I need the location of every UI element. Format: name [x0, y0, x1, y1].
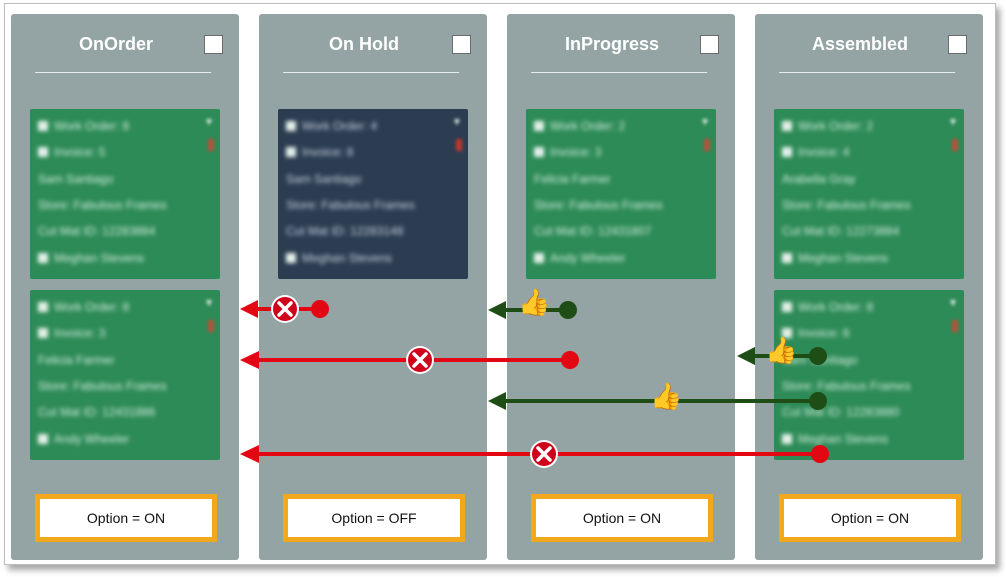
column-onorder: OnOrder Work Order: 8 Invoice: 5 Sam San…: [11, 14, 239, 560]
work-order-card[interactable]: Work Order: 8 Invoice: 3 Felicia Farmer …: [30, 290, 220, 460]
column-checkbox[interactable]: [700, 35, 719, 54]
work-order-card[interactable]: Work Order: 8 Invoice: 5 Sam Santiago St…: [30, 109, 220, 279]
chevron-down-icon[interactable]: ▼: [204, 298, 214, 309]
column-checkbox[interactable]: [204, 35, 223, 54]
column-divider: [283, 72, 459, 73]
column-title: InProgress: [564, 34, 660, 54]
option-toggle[interactable]: Option = ON: [531, 494, 713, 542]
chevron-down-icon[interactable]: ▼: [948, 117, 958, 128]
column-inprogress: InProgress Work Order: 2 Invoice: 3 Feli…: [507, 14, 735, 560]
column-checkbox[interactable]: [452, 35, 471, 54]
flag-icon: [208, 320, 214, 332]
flag-icon: [952, 139, 958, 151]
option-toggle[interactable]: Option = ON: [35, 494, 217, 542]
column-divider: [35, 72, 211, 73]
column-title: Assembled: [811, 34, 909, 54]
column-divider: [531, 72, 707, 73]
chevron-down-icon[interactable]: ▼: [204, 117, 214, 128]
column-on-hold: On Hold Work Order: 4 Invoice: 8 Sam San…: [259, 14, 487, 560]
chevron-down-icon[interactable]: ▼: [948, 298, 958, 309]
flag-icon: [704, 139, 710, 151]
work-order-card[interactable]: Work Order: 8 Invoice: 8 Sam Santiago St…: [774, 290, 964, 460]
kanban-board: OnOrder Work Order: 8 Invoice: 5 Sam San…: [4, 3, 996, 565]
flag-icon: [208, 139, 214, 151]
column-title: On Hold: [329, 34, 399, 54]
option-toggle[interactable]: Option = ON: [779, 494, 961, 542]
column-assembled: Assembled Work Order: 2 Invoice: 4 Arabe…: [755, 14, 983, 560]
option-toggle[interactable]: Option = OFF: [283, 494, 465, 542]
thumbs-up-icon: 👍: [765, 335, 798, 365]
column-title: OnOrder: [78, 34, 153, 54]
thumbs-up-icon: 👍: [518, 287, 551, 317]
chevron-down-icon[interactable]: ▼: [452, 117, 462, 128]
work-order-card[interactable]: Work Order: 2 Invoice: 3 Felicia Farmer …: [526, 109, 716, 279]
work-order-card[interactable]: Work Order: 4 Invoice: 8 Sam Santiago St…: [278, 109, 468, 279]
column-checkbox[interactable]: [948, 35, 967, 54]
chevron-down-icon[interactable]: ▼: [700, 117, 710, 128]
flag-icon: [952, 320, 958, 332]
thumbs-up-icon: 👍: [650, 381, 683, 411]
flag-icon: [456, 139, 462, 151]
work-order-card[interactable]: Work Order: 2 Invoice: 4 Arabella Gray S…: [774, 109, 964, 279]
column-divider: [779, 72, 955, 73]
